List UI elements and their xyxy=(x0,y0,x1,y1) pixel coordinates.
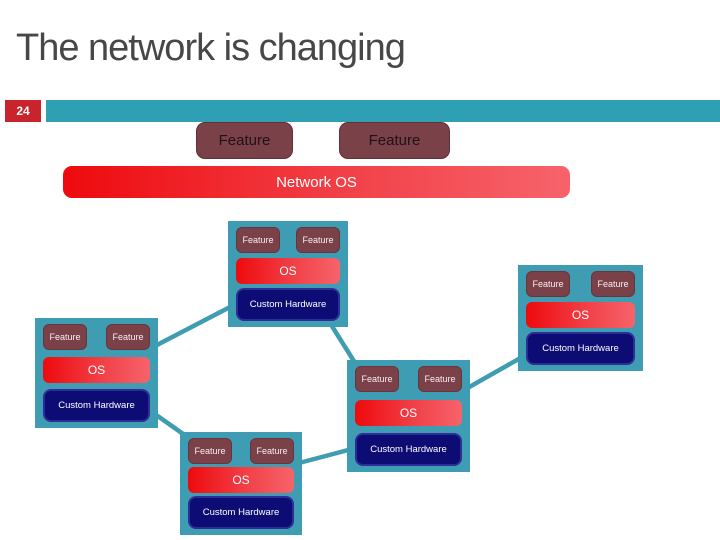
device-cluster-top-middle: Feature Feature OS Custom Hardware xyxy=(228,221,348,327)
custom-hardware-box: Custom Hardware xyxy=(188,496,294,529)
feature-box: Feature xyxy=(106,324,150,350)
network-feature-box-2: Feature xyxy=(339,122,450,159)
device-cluster-right: Feature Feature OS Custom Hardware xyxy=(518,265,643,371)
feature-box: Feature xyxy=(188,438,232,464)
slide-number-badge: 24 xyxy=(5,100,41,122)
os-box: OS xyxy=(236,257,340,284)
feature-box: Feature xyxy=(418,366,462,392)
network-os-bar: Network OS xyxy=(63,166,570,198)
accent-bar xyxy=(46,100,720,122)
custom-hardware-box: Custom Hardware xyxy=(526,332,635,365)
feature-box: Feature xyxy=(526,271,570,297)
os-box: OS xyxy=(43,356,150,383)
custom-hardware-box: Custom Hardware xyxy=(43,389,150,422)
feature-box: Feature xyxy=(43,324,87,350)
feature-box: Feature xyxy=(296,227,340,253)
device-cluster-left: Feature Feature OS Custom Hardware xyxy=(35,318,158,428)
os-box: OS xyxy=(526,301,635,328)
custom-hardware-box: Custom Hardware xyxy=(236,288,340,321)
feature-box: Feature xyxy=(250,438,294,464)
connection-line xyxy=(298,446,353,466)
os-box: OS xyxy=(188,467,294,493)
device-cluster-bottom: Feature Feature OS Custom Hardware xyxy=(180,432,302,535)
custom-hardware-box: Custom Hardware xyxy=(355,433,462,466)
os-box: OS xyxy=(355,399,462,426)
page-title: The network is changing xyxy=(16,27,406,69)
feature-box: Feature xyxy=(355,366,399,392)
network-feature-box-1: Feature xyxy=(196,122,293,159)
connection-line xyxy=(153,304,234,348)
feature-box: Feature xyxy=(591,271,635,297)
device-cluster-center: Feature Feature OS Custom Hardware xyxy=(347,360,470,472)
connection-line xyxy=(328,321,359,368)
feature-box: Feature xyxy=(236,227,280,253)
connection-line xyxy=(462,354,526,392)
